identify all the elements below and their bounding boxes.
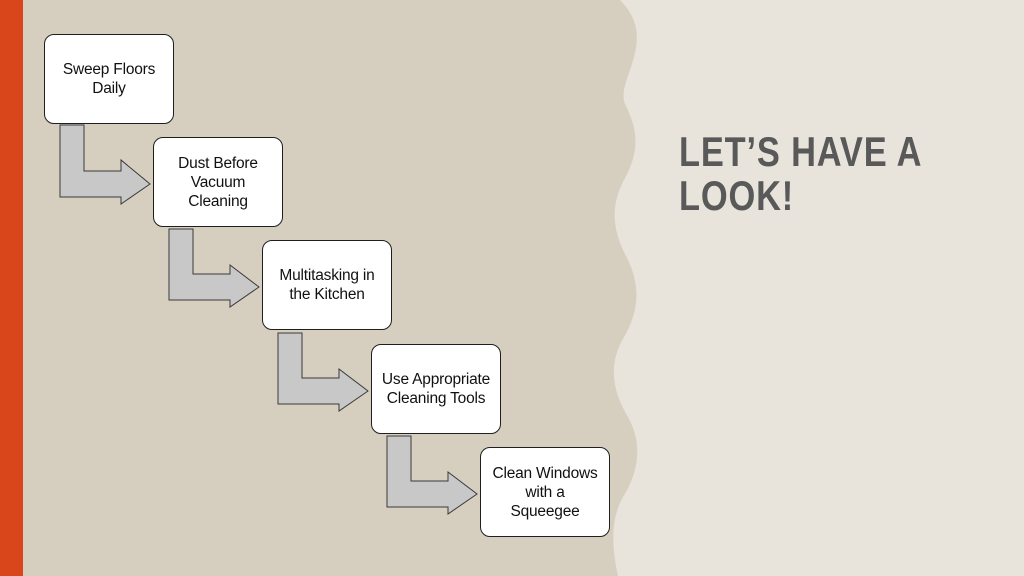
step-box-4: Use Appropriate Cleaning Tools bbox=[371, 344, 501, 434]
step-box-2: Dust Before Vacuum Cleaning bbox=[153, 137, 283, 227]
accent-bar bbox=[0, 0, 23, 576]
step-label-2: Dust Before Vacuum Cleaning bbox=[178, 154, 258, 210]
arrow-connector-3 bbox=[277, 332, 369, 412]
step-box-3: Multitasking in the Kitchen bbox=[262, 240, 392, 330]
step-label-5: Clean Windows with a Squeegee bbox=[492, 464, 598, 520]
arrow-connector-1 bbox=[59, 124, 151, 205]
wave-panel-shape bbox=[613, 0, 1024, 576]
slide-title: LET’S HAVE A LOOK! bbox=[679, 128, 922, 219]
step-label-3: Multitasking in the Kitchen bbox=[279, 267, 375, 303]
step-box-5: Clean Windows with a Squeegee bbox=[480, 447, 610, 537]
step-box-1: Sweep Floors Daily bbox=[44, 34, 174, 124]
arrow-connector-2 bbox=[168, 228, 260, 308]
arrow-connector-4 bbox=[386, 435, 478, 515]
step-label-1: Sweep Floors Daily bbox=[62, 61, 156, 97]
step-label-4: Use Appropriate Cleaning Tools bbox=[381, 371, 491, 407]
